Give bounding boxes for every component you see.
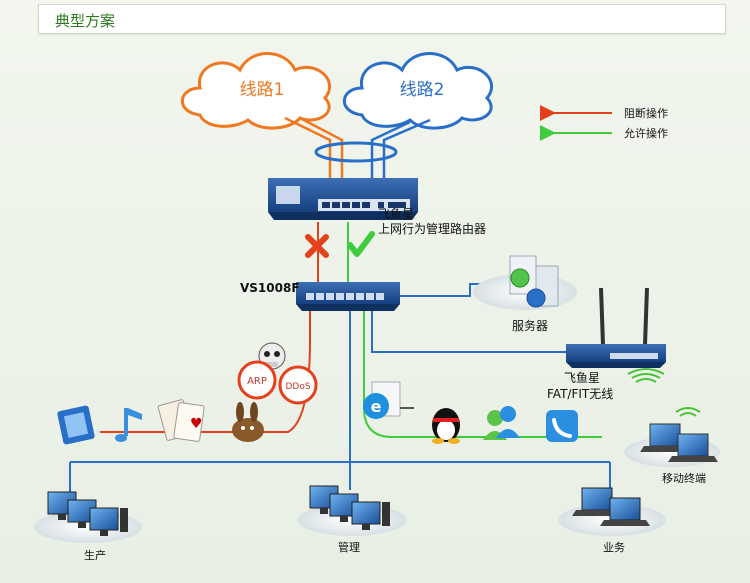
legend: 阻断操作 允许操作: [540, 105, 668, 141]
allow-check-icon: [347, 231, 375, 257]
load-balance-ring: [314, 141, 398, 163]
donkey-mascot-icon: [232, 402, 264, 442]
router-desc: 上网行为管理路由器: [378, 221, 486, 236]
cloud-line2-label: 线路2: [400, 80, 445, 100]
mobile-terminal-group: [624, 407, 720, 467]
messenger-icon: [483, 406, 520, 440]
legend-block-label: 阻断操作: [624, 106, 668, 120]
production-label: 生产: [84, 548, 106, 562]
management-group: [298, 485, 406, 536]
uplink-lines: [284, 116, 431, 178]
ap-name: 飞鱼星: [564, 371, 600, 385]
server-icon: [473, 255, 577, 310]
switch-label: VS1008F: [240, 281, 300, 295]
playing-cards-icon: ♥: [157, 399, 205, 442]
arp-attack-badge: ARP: [237, 360, 277, 400]
cloud-line1-label: 线路1: [240, 80, 285, 100]
ap-desc: FAT/FIT无线: [547, 387, 613, 401]
qq-penguin-icon: [432, 408, 460, 444]
wireless-ap-device: [566, 287, 666, 368]
server-label: 服务器: [512, 318, 548, 333]
block-x-icon: [305, 234, 329, 258]
svg-text:DDoS: DDoS: [285, 382, 310, 392]
svg-text:e: e: [371, 397, 382, 416]
legend-allow-label: 允许操作: [624, 126, 668, 140]
management-label: 管理: [338, 540, 360, 554]
ap-link: [371, 311, 566, 353]
browser-ie-icon: e: [363, 381, 414, 419]
phone-app-icon: [546, 410, 578, 442]
cloud-line1: 线路1: [180, 52, 332, 130]
business-label: 业务: [603, 541, 625, 554]
header-bar: 典型方案: [38, 4, 726, 34]
business-group: [558, 487, 666, 536]
switch-device: [296, 282, 400, 311]
wifi-signal-icon: [627, 368, 665, 383]
router-device: [268, 178, 418, 220]
page-title: 典型方案: [55, 12, 116, 30]
mobile-terminal-label: 移动终端: [662, 471, 706, 485]
ddos-attack-badge: DDoS: [278, 365, 318, 405]
router-name: 飞鱼星: [378, 207, 414, 221]
music-icon: [115, 408, 142, 442]
cloud-line2: 线路2: [342, 52, 494, 130]
production-group: [34, 491, 142, 543]
svg-text:ARP: ARP: [247, 376, 267, 387]
video-icon: [57, 405, 95, 445]
lan-bus: [69, 311, 611, 496]
svg-text:♥: ♥: [190, 416, 203, 432]
